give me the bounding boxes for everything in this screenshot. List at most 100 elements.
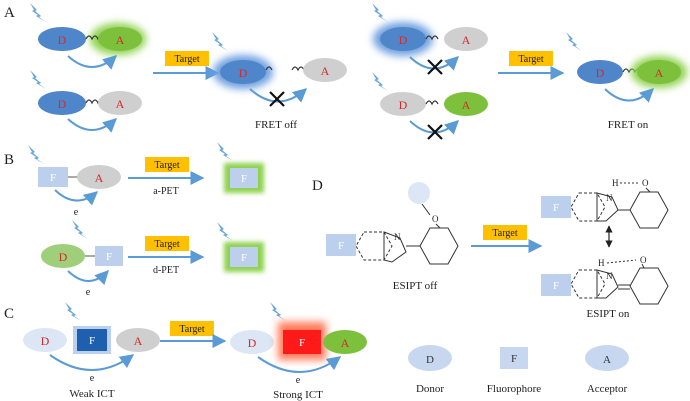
target-box bbox=[509, 51, 553, 66]
strong-ict-label: Strong ICT bbox=[273, 389, 323, 401]
substituent-circle bbox=[408, 182, 430, 204]
target-label: Target bbox=[518, 54, 543, 65]
fret-off-label: FRET off bbox=[255, 119, 297, 131]
fluorophore-square bbox=[230, 247, 258, 267]
linker-coil-icon bbox=[425, 100, 439, 106]
esipt-on-label: ESIPT on bbox=[587, 308, 630, 320]
acceptor-letter: A bbox=[116, 33, 125, 47]
target-box bbox=[145, 157, 189, 172]
fluorophore-letter: F bbox=[338, 240, 344, 252]
lightning-icon bbox=[65, 302, 81, 321]
electron-label: e bbox=[90, 373, 95, 384]
panel-c-ict: D F A e Weak ICT Target D F A e Strong I… bbox=[23, 302, 367, 401]
fluorophore-letter: F bbox=[89, 335, 95, 347]
donor-letter: D bbox=[596, 66, 605, 80]
quinoid-ring bbox=[629, 267, 669, 305]
linker-coil-icon bbox=[425, 35, 439, 41]
section-label-d: D bbox=[312, 178, 323, 194]
fluorophore-square bbox=[541, 274, 571, 296]
legend-donor-letter: D bbox=[426, 354, 434, 366]
legend-fluorophore-symbol bbox=[500, 347, 528, 369]
donor-letter: D bbox=[58, 97, 67, 111]
five-ring bbox=[596, 269, 619, 299]
acceptor-letter: A bbox=[95, 171, 104, 185]
fluorophore-letter: F bbox=[553, 280, 559, 292]
acceptor-letter: A bbox=[321, 64, 330, 78]
donor-circle bbox=[23, 328, 67, 352]
legend-fluorophore-label: Fluorophore bbox=[487, 383, 542, 395]
legend: D Donor F Fluorophore A Acceptor bbox=[408, 345, 629, 395]
donor-circle bbox=[220, 60, 266, 84]
legend-fluorophore-letter: F bbox=[511, 353, 517, 365]
five-ring bbox=[596, 192, 619, 222]
electron-label: e bbox=[86, 287, 91, 298]
electron-label: e bbox=[74, 207, 79, 218]
acceptor-circle bbox=[98, 27, 142, 51]
fluorophore-letter: F bbox=[299, 337, 305, 349]
donor-circle bbox=[577, 60, 623, 84]
fluorophore-letter: F bbox=[50, 172, 56, 184]
acceptor-circle bbox=[323, 330, 367, 354]
esipt-off-label: ESIPT off bbox=[393, 280, 438, 292]
target-label: Target bbox=[174, 54, 199, 65]
target-box bbox=[165, 51, 209, 66]
panel-a-fret-on: D A D A Target D A FRET on bbox=[372, 3, 687, 140]
panel-b-pet: F A e Target a-PET F D F e Target d-PET … bbox=[28, 142, 264, 298]
hydrogen-atom: H bbox=[612, 178, 619, 188]
oxygen-atom: O bbox=[432, 214, 439, 224]
oxygen-atom: O bbox=[640, 255, 647, 265]
section-label-a: A bbox=[4, 5, 15, 21]
donor-letter: D bbox=[399, 33, 408, 47]
target-label: Target bbox=[492, 228, 517, 239]
legend-donor-symbol bbox=[408, 345, 452, 371]
lightning-icon bbox=[270, 302, 286, 321]
bond-line bbox=[641, 263, 645, 269]
donor-letter: D bbox=[41, 334, 50, 348]
acceptor-letter: A bbox=[134, 334, 143, 348]
cross-icon bbox=[427, 59, 443, 75]
legend-acceptor-label: Acceptor bbox=[587, 383, 628, 395]
donor-circle bbox=[230, 330, 274, 354]
cross-icon bbox=[427, 124, 443, 140]
fluorophore-square bbox=[38, 167, 68, 187]
five-ring bbox=[383, 231, 407, 263]
lightning-icon bbox=[217, 142, 233, 161]
lightning-icon bbox=[28, 145, 44, 164]
acceptor-letter: A bbox=[462, 98, 471, 112]
fluorophore-square bbox=[326, 234, 356, 256]
fluorophore-letter: F bbox=[106, 251, 112, 263]
donor-circle bbox=[41, 244, 85, 268]
hydrogen-atom: H bbox=[598, 258, 605, 268]
nitrogen-atom: N bbox=[394, 232, 401, 242]
linker-coil-icon bbox=[265, 66, 273, 71]
fluorophore-square bbox=[95, 246, 123, 266]
acceptor-letter: A bbox=[341, 336, 350, 350]
donor-letter: D bbox=[399, 98, 408, 112]
acceptor-circle bbox=[98, 91, 142, 115]
phenyl-ring bbox=[629, 191, 669, 229]
lightning-icon bbox=[566, 32, 582, 51]
acceptor-circle bbox=[77, 165, 121, 189]
lightning-icon bbox=[30, 70, 46, 89]
acceptor-circle bbox=[444, 92, 488, 116]
donor-circle bbox=[380, 27, 426, 51]
fret-on-label: FRET on bbox=[608, 119, 649, 131]
a-pet-label: a-PET bbox=[153, 186, 179, 197]
phenyl-ring bbox=[419, 227, 459, 265]
panel-d-esipt: O N F ESIPT off Target F N H O F N H bbox=[326, 178, 669, 320]
donor-circle bbox=[38, 27, 86, 51]
donor-letter: D bbox=[59, 250, 68, 264]
target-label: Target bbox=[154, 239, 179, 250]
lightning-icon bbox=[30, 3, 46, 22]
fluorophore-square bbox=[541, 196, 571, 218]
donor-letter: D bbox=[248, 336, 257, 350]
lightning-icon bbox=[372, 3, 388, 22]
nitrogen-atom: N bbox=[606, 271, 613, 281]
energy-transfer-arrow bbox=[67, 118, 118, 133]
acceptor-circle bbox=[116, 328, 160, 352]
oxygen-atom: O bbox=[642, 178, 649, 188]
lightning-icon bbox=[212, 32, 228, 51]
electron-transfer-arrow bbox=[67, 269, 109, 285]
charge-transfer-arrow bbox=[257, 356, 342, 373]
donor-circle bbox=[380, 92, 426, 116]
